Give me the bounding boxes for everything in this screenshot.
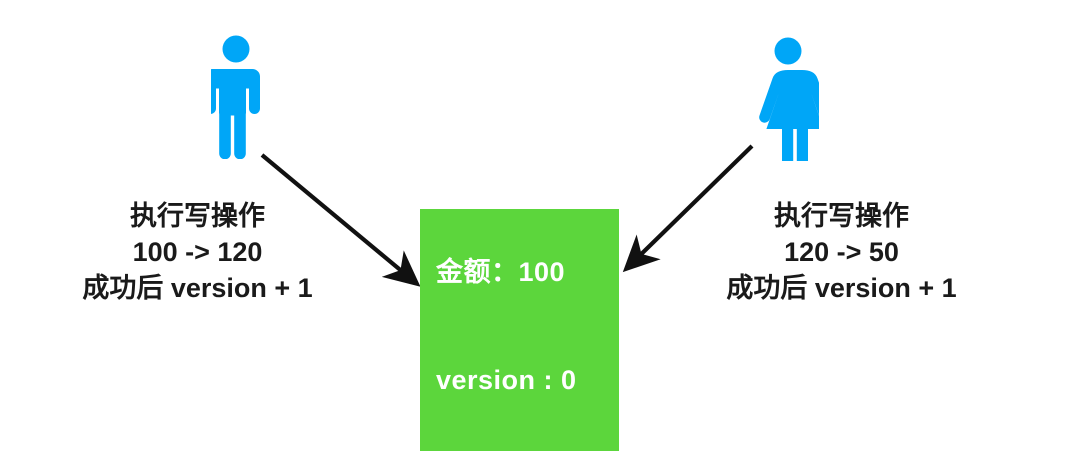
left-arrow [260,153,421,287]
left-note-line-1: 执行写操作 [130,201,265,231]
person-female-icon [757,37,831,171]
right-arrow [622,144,754,273]
record-version-label: version : 0 [436,365,577,395]
person-male-icon [205,35,261,160]
right-note-line-3: 成功后 version + 1 [726,273,957,303]
record-amount-label: 金额：100 [436,257,566,287]
right-note-line-1: 执行写操作 [774,201,909,231]
right-note-line-2: 120 -> 50 [784,237,899,267]
right-operation-note: 执行写操作 120 -> 50 成功后 version + 1 [693,198,990,306]
left-note-line-2: 100 -> 120 [132,237,263,267]
left-note-line-3: 成功后 version + 1 [82,273,313,303]
left-operation-note: 执行写操作 100 -> 120 成功后 version + 1 [55,198,340,306]
record-box: 金额：100 version : 0 [420,209,619,451]
